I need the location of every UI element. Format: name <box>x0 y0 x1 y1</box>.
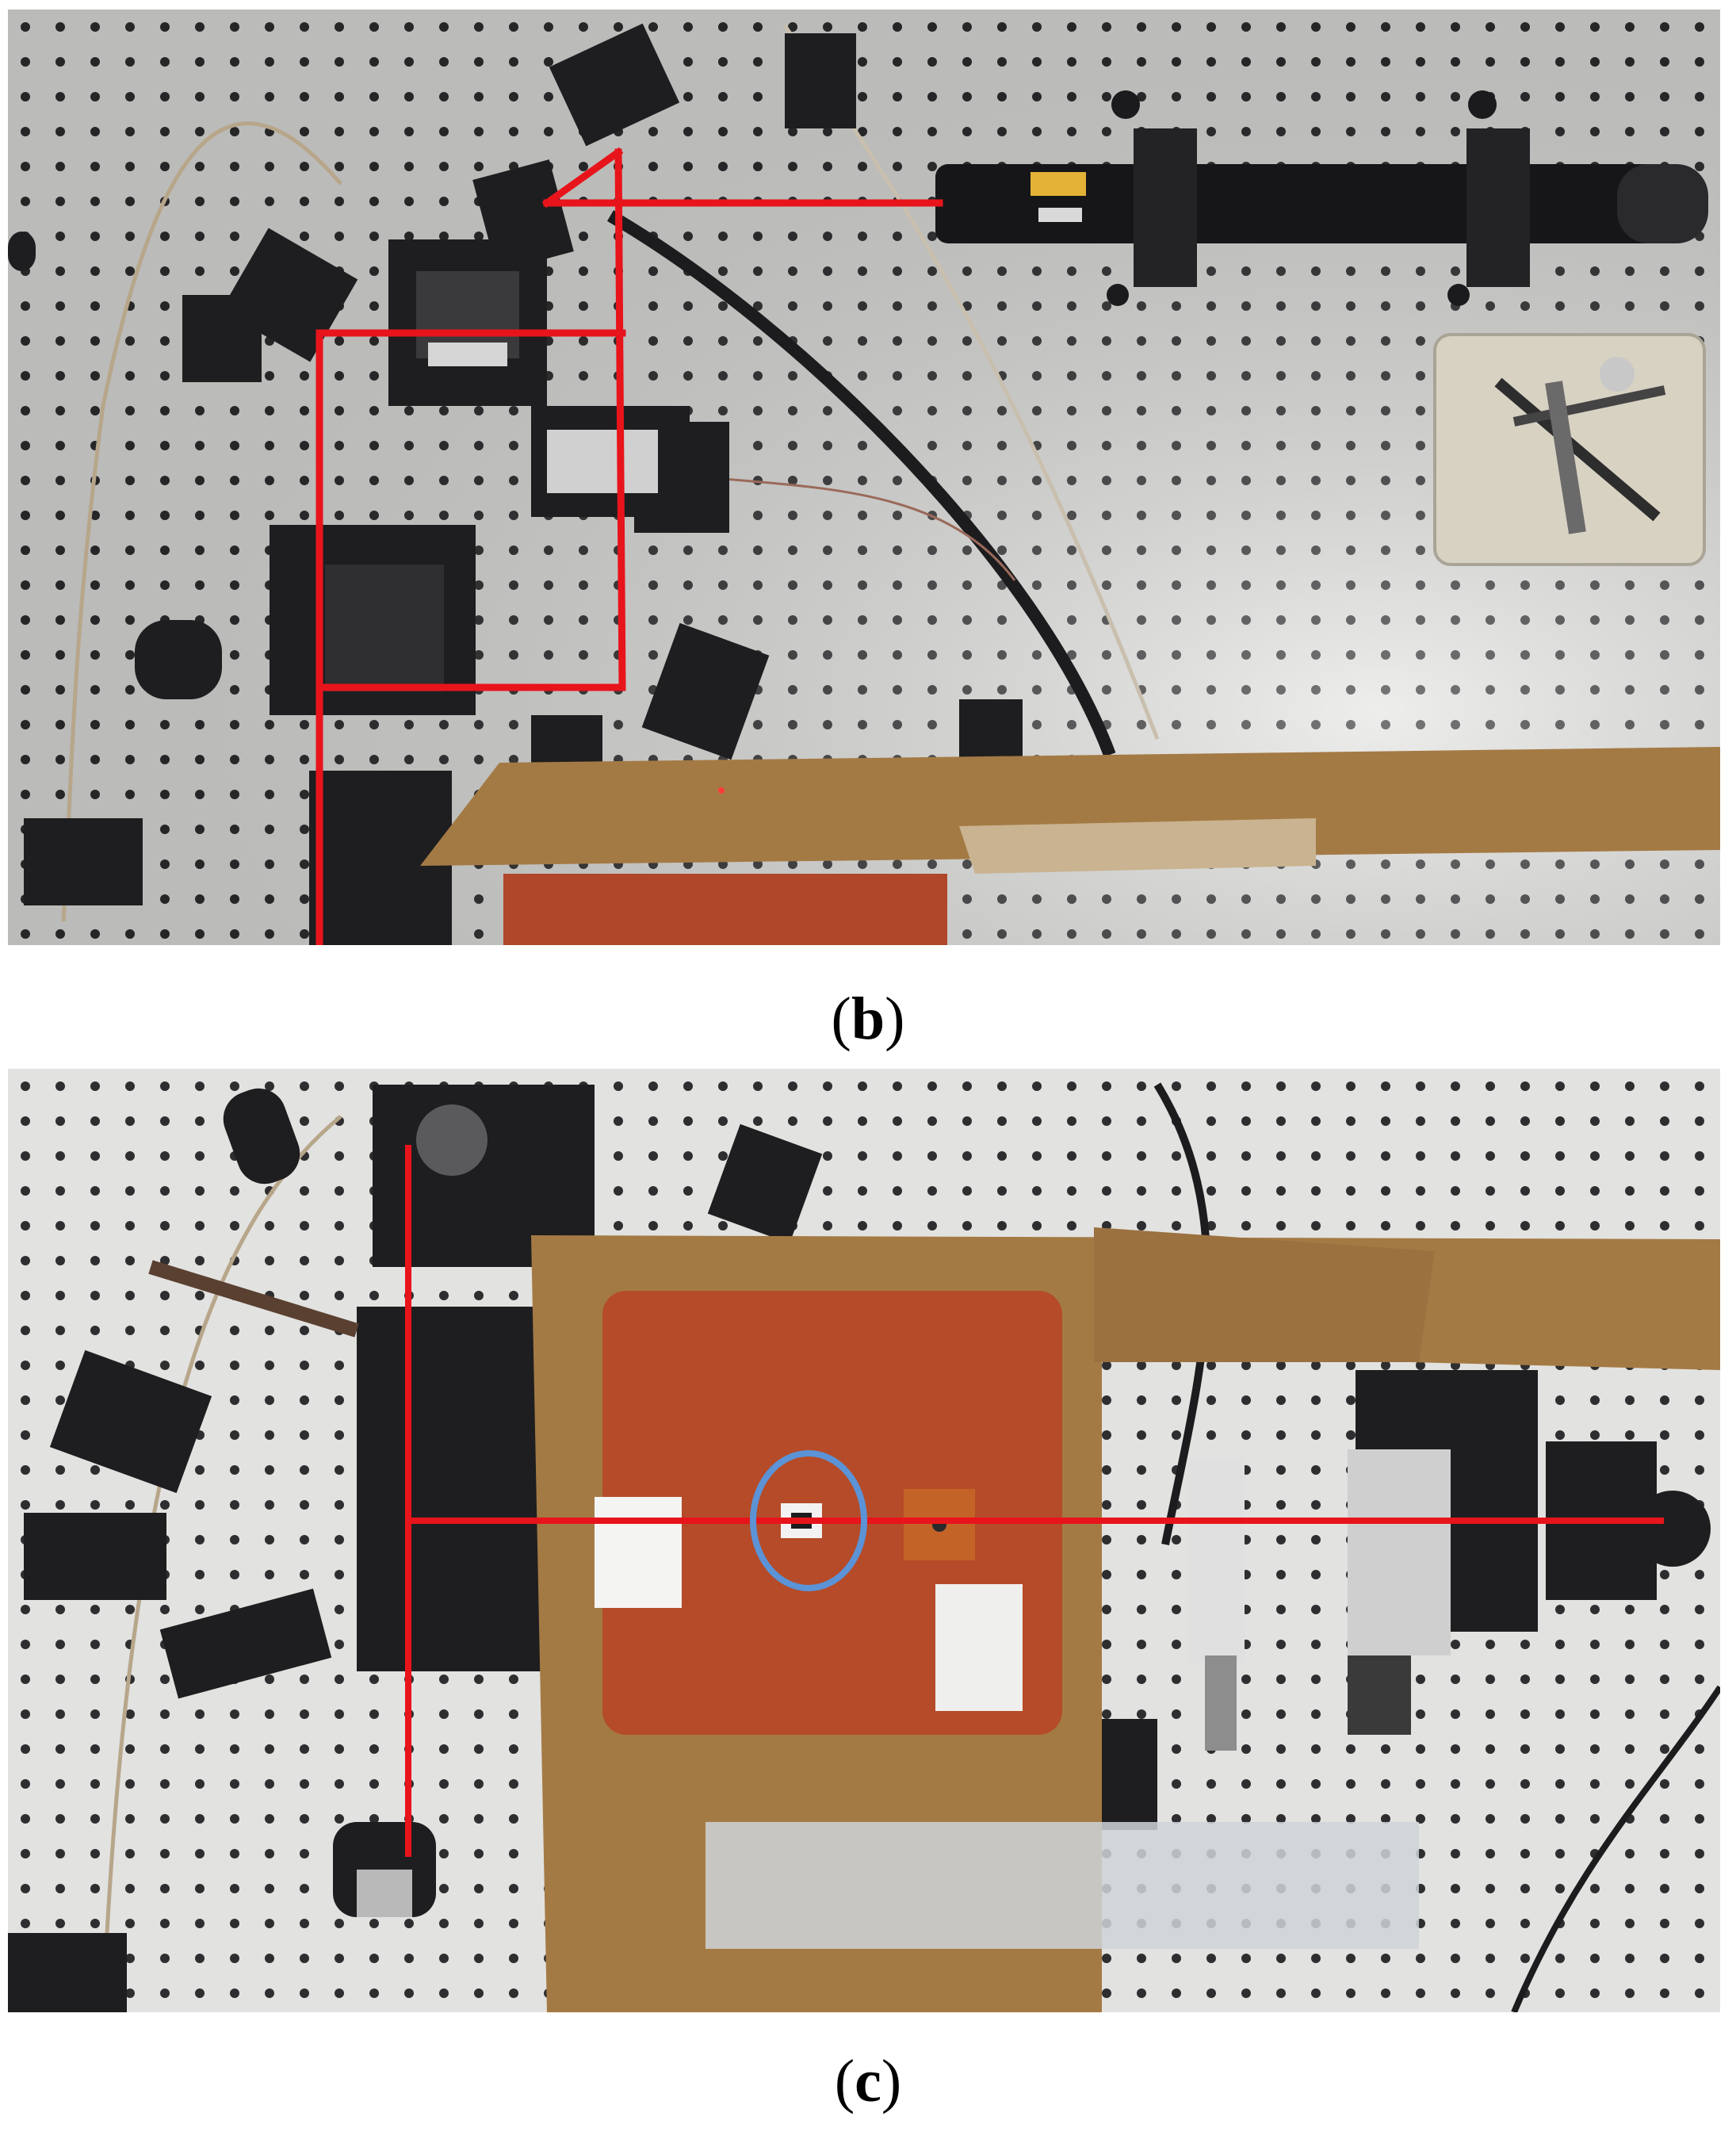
beam-path <box>315 147 943 945</box>
sample-marker-circle <box>750 1450 867 1591</box>
beam-path <box>405 1145 1664 1857</box>
caption-panel-c: (c) <box>834 2048 902 2115</box>
cardboard-shelf <box>420 747 1720 866</box>
panel-label-b: b <box>851 986 885 1052</box>
photo-panel-c <box>8 1069 1720 2012</box>
mount <box>785 33 856 128</box>
laser-tube <box>935 90 1708 306</box>
equipment-box <box>503 874 947 945</box>
detector <box>1635 1491 1711 1567</box>
panel-label-c: c <box>855 2048 881 2115</box>
photo-panel-b <box>8 10 1720 945</box>
fiber-cable <box>606 210 1116 757</box>
tool-tray <box>1433 333 1706 566</box>
caption-panel-b: (b) <box>831 986 905 1052</box>
